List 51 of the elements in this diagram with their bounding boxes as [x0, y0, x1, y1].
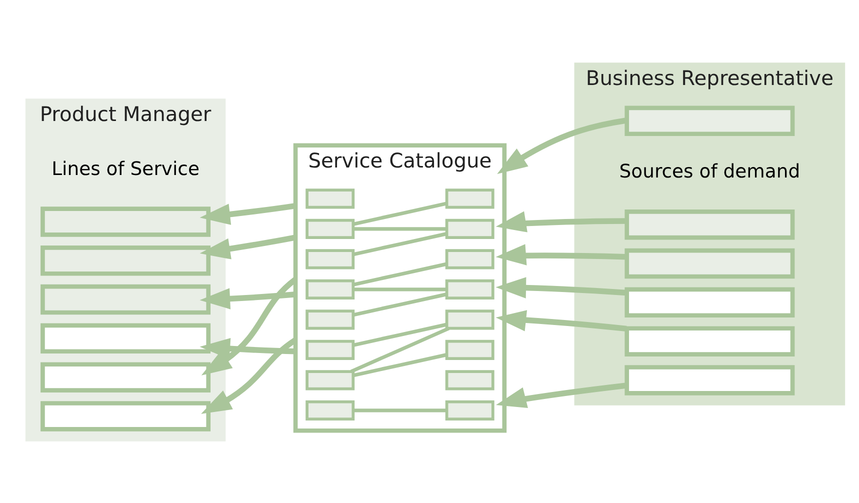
arrow [496, 276, 627, 298]
node-box [306, 339, 355, 360]
arrow [200, 288, 296, 309]
node-box [445, 188, 494, 208]
label: Lines of Service [52, 158, 200, 180]
node-box [306, 309, 355, 330]
node-box [445, 400, 494, 420]
arrow [200, 234, 296, 259]
node-box [445, 309, 494, 330]
node-box [40, 400, 211, 431]
arrow [496, 382, 627, 408]
node-box [624, 248, 795, 278]
node-box [306, 248, 355, 269]
arrow [497, 117, 628, 174]
node-box [40, 245, 211, 276]
connector [354, 287, 446, 291]
connector [350, 326, 450, 373]
node-box [40, 362, 211, 392]
label: Sources of demand [619, 161, 800, 182]
node-box [624, 326, 795, 356]
node-box [624, 105, 795, 136]
arrow [200, 202, 296, 224]
node-box [306, 370, 355, 390]
node-box [40, 206, 211, 236]
connector [353, 322, 447, 346]
node-box [306, 188, 355, 208]
node-box [306, 218, 355, 239]
node-box [40, 322, 211, 354]
arrow [496, 210, 626, 232]
arrow [496, 244, 627, 265]
connector [353, 232, 447, 256]
node-box [445, 278, 494, 300]
node-box [624, 209, 795, 240]
node-box [624, 286, 795, 318]
connector [353, 352, 447, 377]
node-box [445, 339, 494, 360]
arrow [200, 338, 296, 359]
arrow [496, 310, 627, 332]
node-box [306, 400, 355, 420]
node-box [40, 284, 211, 314]
node-box [445, 370, 494, 390]
node-box [445, 218, 494, 239]
cluster: Service Catalogue [293, 142, 507, 432]
node-box [306, 278, 355, 300]
connector [353, 262, 447, 286]
connector [354, 408, 446, 412]
node-box [445, 248, 494, 269]
connector [353, 201, 447, 226]
node-box [624, 364, 795, 395]
connector [353, 292, 447, 316]
connector [354, 226, 446, 230]
